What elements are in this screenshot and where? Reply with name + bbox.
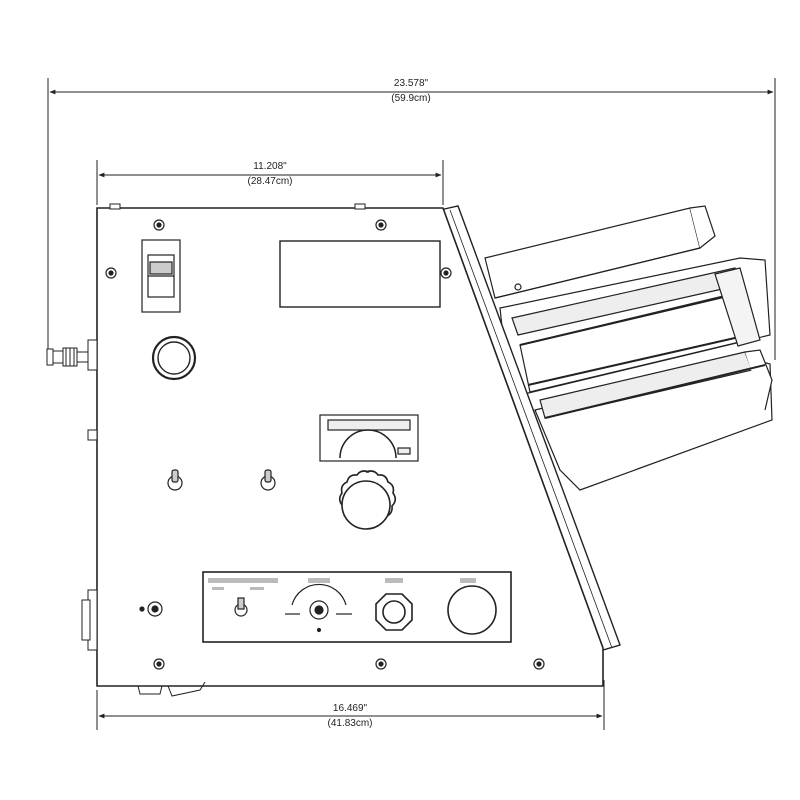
base-width-dimension: 16.469" (41.83cm): [96, 680, 605, 730]
start-button[interactable]: [375, 593, 413, 631]
speed-dial[interactable]: [285, 583, 352, 633]
overall-width-dimension: 23.578" (59.9cm): [47, 78, 776, 360]
screw: [375, 658, 387, 670]
overall-width-metric: (59.9cm): [391, 93, 430, 104]
panel-top-width-metric: (28.47cm): [247, 176, 292, 187]
mode-toggle[interactable]: [234, 597, 248, 617]
gauge-icon: [319, 414, 419, 462]
side-button[interactable]: [139, 601, 163, 617]
mounting-screws: [105, 219, 545, 670]
display-window: [279, 240, 441, 308]
knob-icon[interactable]: [338, 470, 397, 530]
base-width-metric: (41.83cm): [327, 718, 372, 729]
lower-roller: [534, 349, 773, 491]
roller-assembly: [484, 205, 773, 491]
connector-icon[interactable]: [46, 347, 89, 367]
panel-top-width-dimension: 11.208" (28.47cm): [96, 160, 444, 205]
toggle-switch-icon[interactable]: [260, 469, 276, 491]
overall-width-imperial: 23.578": [394, 78, 429, 89]
round-button[interactable]: [151, 335, 197, 381]
screw: [153, 658, 165, 670]
screw: [440, 267, 452, 279]
stop-button[interactable]: [447, 585, 497, 635]
panel-top-width-imperial: 11.208": [253, 161, 287, 172]
screw: [375, 219, 387, 231]
screw: [533, 658, 545, 670]
control-panel: [202, 571, 512, 643]
middle-roller: [499, 257, 771, 396]
top-roller: [484, 205, 716, 299]
base-width-imperial: 16.469": [333, 703, 368, 714]
toggle-switch-icon[interactable]: [167, 469, 183, 491]
screw: [105, 267, 117, 279]
screw: [153, 219, 165, 231]
rocker-switch-icon[interactable]: [141, 239, 181, 313]
